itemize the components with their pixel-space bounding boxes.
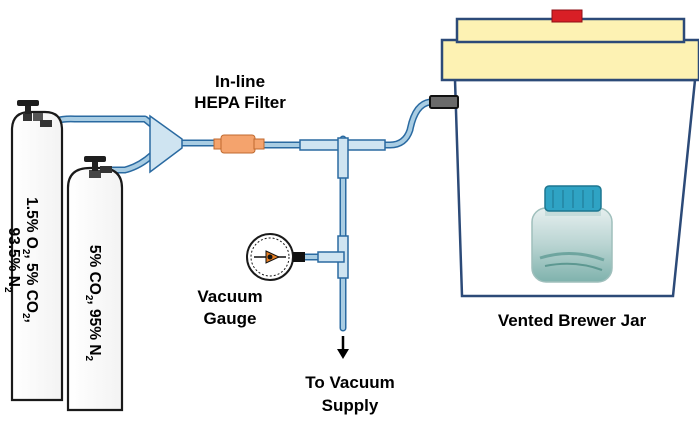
cylinder-1-line-2: 93.5% N2 — [2, 227, 22, 292]
gauge-label-line-1: Vacuum — [197, 287, 262, 306]
jar-label: Vented Brewer Jar — [498, 311, 647, 330]
gas-cylinder-1 — [10, 100, 64, 402]
filter-label-line-1: In-line — [215, 72, 265, 91]
jar-vent-cap — [551, 9, 583, 23]
jar-inlet-port — [429, 95, 459, 109]
t-connector-gauge — [317, 235, 349, 279]
t-connector-main — [299, 137, 386, 179]
cylinder-2-label: 5% CO2, 95% N2 — [83, 245, 103, 362]
arrow-down-icon — [337, 336, 349, 359]
cylinder-1-label: 1.5% O2, 5% CO2, 93.5% N2 — [2, 197, 40, 323]
gauge-label-line-2: Gauge — [204, 309, 257, 328]
cylinder-1-line-1: 1.5% O2, 5% CO2, — [20, 197, 40, 323]
gas-cylinder-2 — [66, 156, 124, 412]
y-connector — [149, 114, 183, 174]
supply-label-line-2: Supply — [322, 396, 379, 415]
culture-bottle — [531, 185, 613, 283]
pressure-gauge-icon — [246, 233, 305, 281]
supply-label-line-1: To Vacuum — [305, 373, 394, 392]
filter-label-line-2: HEPA Filter — [194, 93, 286, 112]
hepa-filter — [213, 134, 265, 154]
cylinder-2-line-1: 5% CO2, 95% N2 — [83, 245, 103, 362]
